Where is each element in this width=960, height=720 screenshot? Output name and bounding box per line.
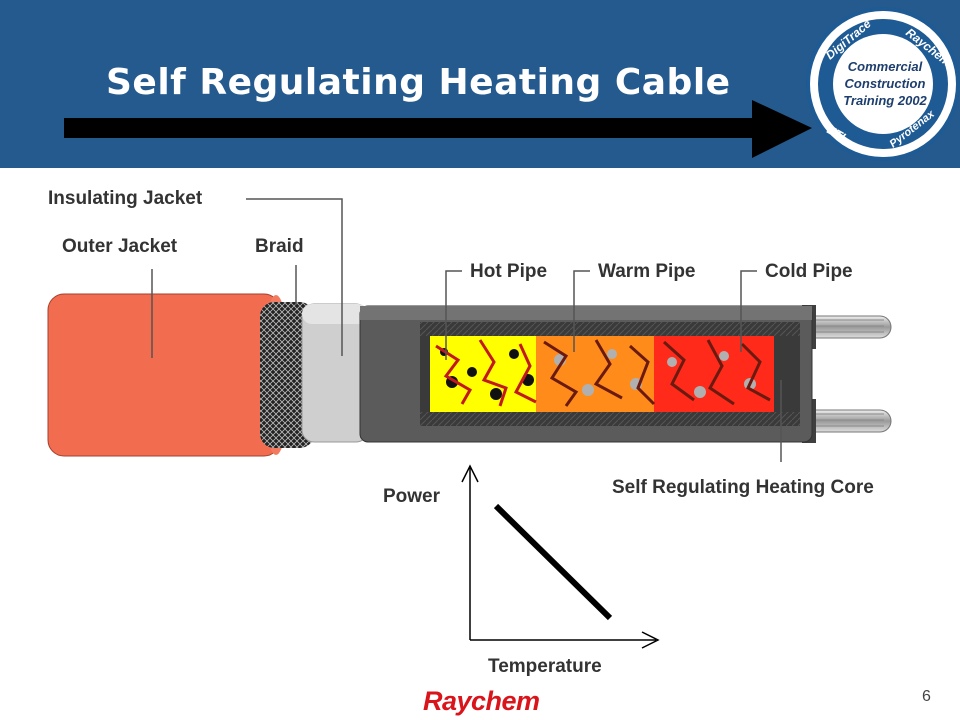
training-badge: DigiTrace Raychem ETI Pyrotenax Commerci…: [806, 7, 960, 161]
header-banner: [0, 0, 960, 168]
label-outer-jacket: Outer Jacket: [62, 236, 178, 257]
graph-y-label: Power: [383, 486, 441, 507]
label-warm-pipe: Warm Pipe: [598, 261, 696, 282]
x-axis-arrowhead: [641, 631, 660, 649]
graph-x-label: Temperature: [488, 656, 602, 677]
label-braid: Braid: [255, 236, 304, 257]
insulating-jacket-leader: [246, 198, 343, 356]
label-insulating-jacket: Insulating Jacket: [48, 188, 203, 209]
label-cold-pipe: Cold Pipe: [765, 261, 853, 282]
y-axis-arrowhead: [461, 464, 479, 483]
warm-pipe-leader: [573, 270, 590, 352]
badge-line-1: Commercial: [848, 59, 923, 74]
outer-jacket: [47, 293, 290, 457]
slide-title: Self Regulating Heating Cable: [106, 62, 731, 103]
label-hot-pipe: Hot Pipe: [470, 261, 548, 282]
insulating-jacket: [301, 303, 369, 443]
braid: [260, 302, 314, 448]
hot-pipe-leader: [445, 270, 462, 360]
slide-number: 6: [922, 688, 931, 705]
bus-wires: [802, 305, 892, 443]
badge-line-2: Construction: [845, 76, 926, 91]
header-arrow: [64, 100, 812, 158]
power-curve: [493, 503, 613, 621]
label-heating-core: Self Regulating Heating Core: [612, 477, 874, 498]
badge-line-3: Training 2002: [843, 93, 927, 108]
cold-pipe-leader: [740, 270, 757, 352]
power-temperature-graph: [461, 464, 660, 649]
leader-lines: [151, 198, 782, 462]
raychem-logo: Raychem: [423, 686, 540, 716]
heating-core: [430, 336, 774, 412]
